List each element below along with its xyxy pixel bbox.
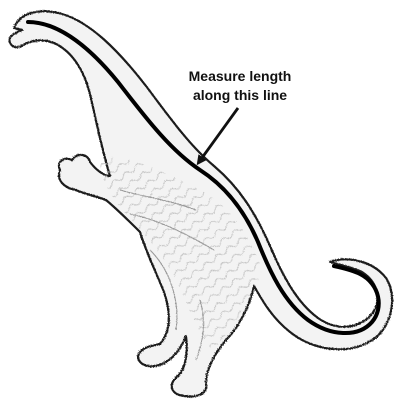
annotation-line-2: along this line	[172, 86, 308, 105]
arrow-pointer-icon	[199, 108, 238, 162]
annotation-label: Measure length along this line	[172, 67, 308, 105]
annotation-line-1: Measure length	[172, 67, 308, 86]
